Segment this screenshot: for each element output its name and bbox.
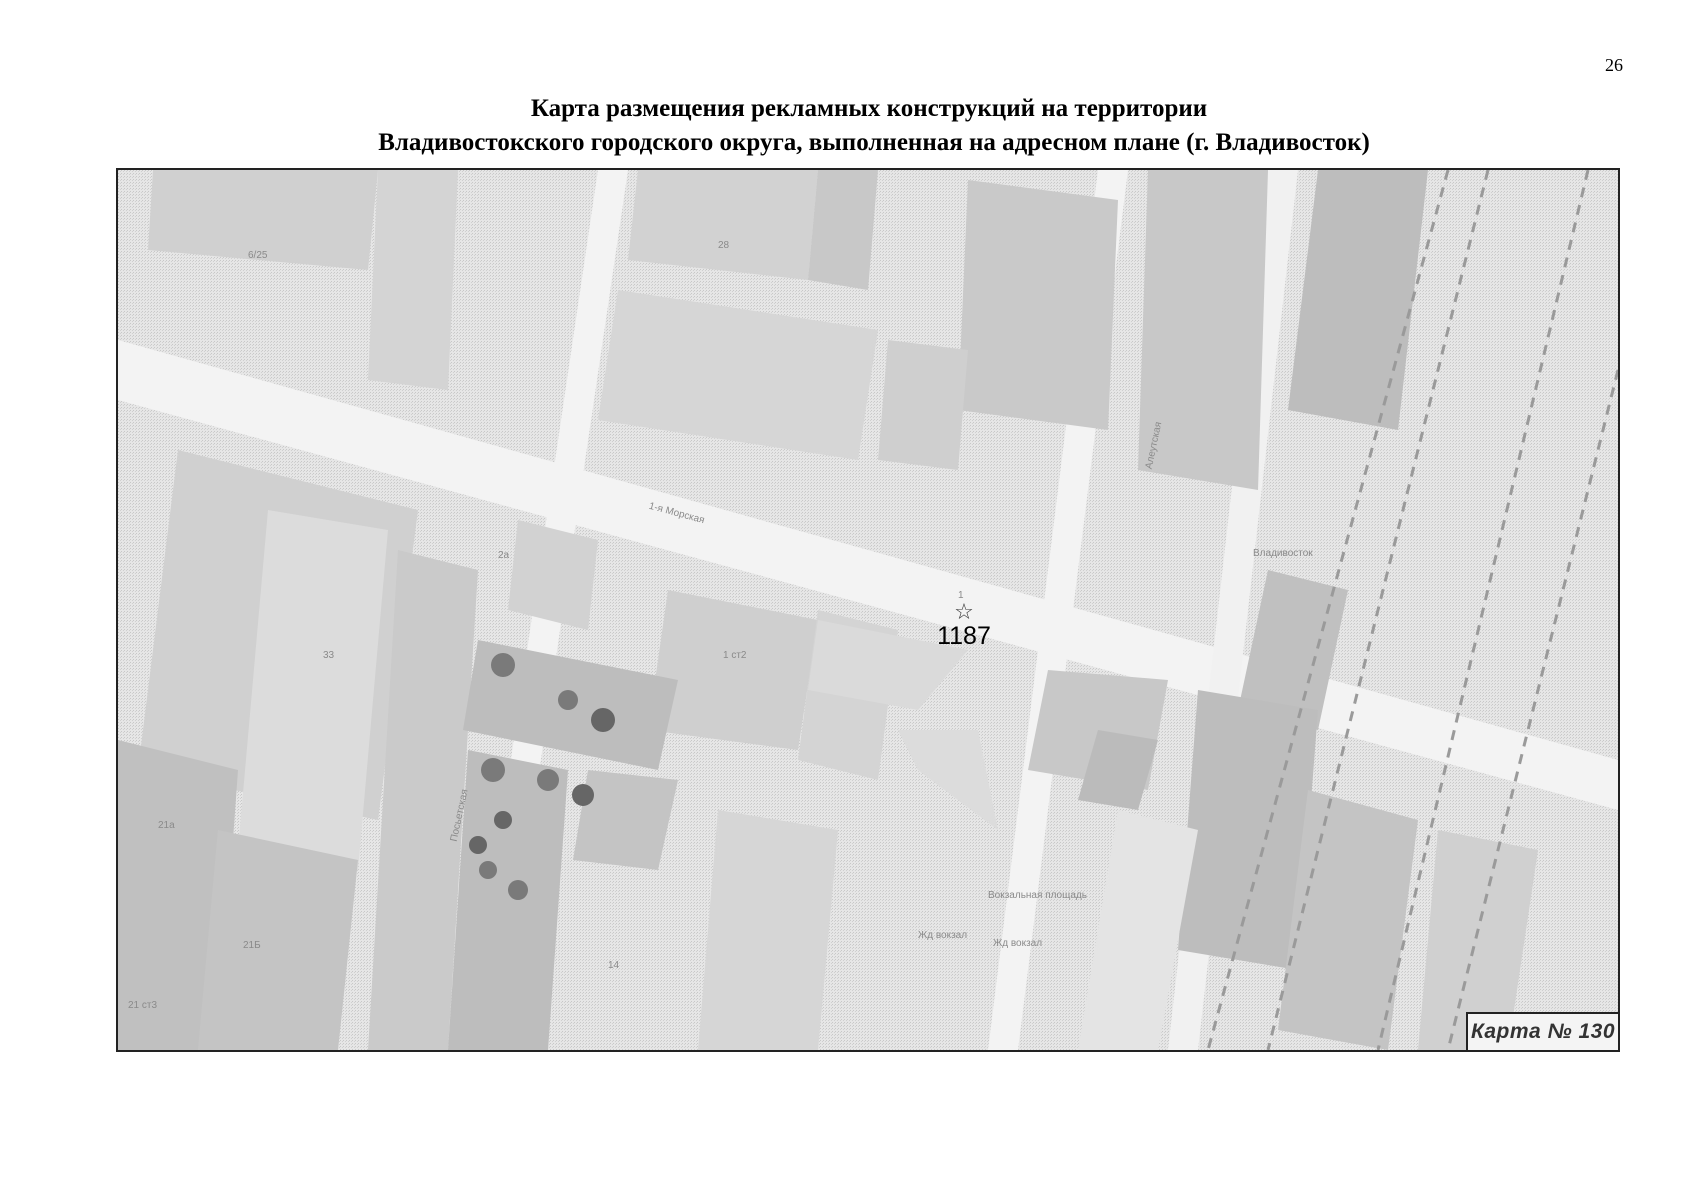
building-number: 1 [958, 590, 964, 601]
tree [491, 653, 515, 677]
bus-stop-label-1: Жд вокзал [918, 930, 968, 941]
building-number: 6/25 [248, 250, 268, 261]
ad-structure-marker[interactable]: ☆ 1187 [934, 602, 994, 651]
building-number: 21Б [243, 940, 261, 951]
building [148, 170, 378, 270]
star-outline-icon: ☆ [954, 600, 974, 625]
title-line-2: Владивостокского городского округа, выпо… [378, 129, 1370, 156]
building-number: 33 [323, 650, 335, 661]
title-line-1: Карта размещения рекламных конструкций н… [530, 95, 1208, 122]
page-title: Карта размещения рекламных конструкций н… [0, 92, 1698, 160]
marker-id: 1187 [937, 622, 991, 650]
building [368, 170, 458, 390]
building-number: 14 [608, 960, 620, 971]
building-number: 28 [718, 240, 730, 251]
building-number: 21а [158, 820, 175, 831]
building [628, 170, 818, 280]
building-number: 2а [498, 550, 510, 561]
station-label: Владивосток [1253, 548, 1313, 559]
page-number: 26 [1605, 55, 1623, 75]
building-number: 21 ст3 [128, 1000, 158, 1011]
map-canvas [118, 170, 1618, 1050]
square-label: Вокзальная площадь [988, 890, 1087, 901]
bus-stop-label-2: Жд вокзал [993, 938, 1043, 949]
map-frame: 1-я Морская Алеутская Посьетская Вокзаль… [116, 168, 1620, 1052]
building-number: 1 ст2 [723, 650, 747, 661]
park [448, 750, 568, 1050]
map-id-label: Карта № 130 [1466, 1012, 1618, 1050]
